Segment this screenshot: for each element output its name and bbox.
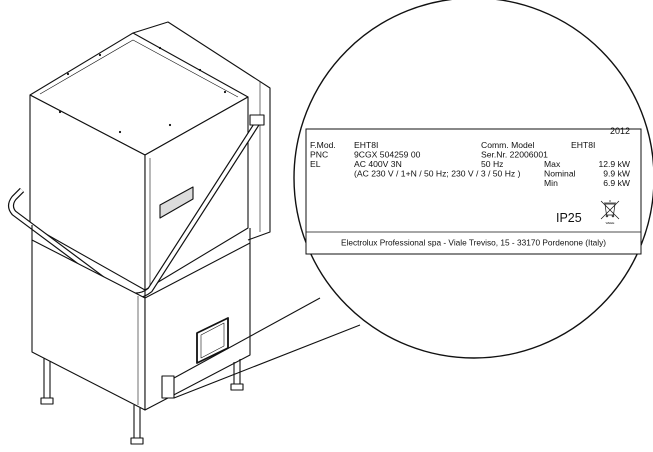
power-label-max: Max bbox=[544, 159, 561, 169]
base-nameplate bbox=[161, 375, 175, 399]
hood-grip bbox=[159, 186, 194, 219]
comm-model-value: EHT8I bbox=[571, 140, 595, 150]
row-key-el: EL bbox=[310, 159, 321, 169]
weee-label: WEEE bbox=[606, 221, 615, 225]
dishwasher-drawing bbox=[8, 21, 361, 445]
power-value-nominal: 9.9 kW bbox=[603, 169, 631, 179]
legs bbox=[40, 358, 244, 445]
comm-model-label: Comm. Model bbox=[481, 140, 535, 150]
rating-plate: 2012 F.Mod. EHT8I PNC 9CGX 504259 00 EL … bbox=[305, 126, 642, 255]
plate-year: 2012 bbox=[610, 126, 630, 136]
row-key-fmod: F.Mod. bbox=[310, 140, 336, 150]
supply-note: (AC 230 V / 1+N / 50 Hz; 230 V / 3 / 50 … bbox=[354, 169, 521, 179]
callout-line-upper bbox=[173, 297, 321, 379]
row-value-fmod: EHT8I bbox=[354, 140, 378, 150]
callout-line-lower bbox=[173, 324, 361, 399]
row-value-pnc: 9CGX 504259 00 bbox=[354, 150, 421, 160]
serial-number: Ser.Nr. 22006001 bbox=[481, 150, 548, 160]
power-value-max: 12.9 kW bbox=[598, 159, 630, 169]
rivets bbox=[58, 46, 227, 134]
manufacturer-address: Electrolux Professional spa - Viale Trev… bbox=[341, 238, 606, 248]
row-value-el: AC 400V 3N bbox=[354, 159, 402, 169]
row-key-pnc: PNC bbox=[310, 150, 328, 160]
power-label-nominal: Nominal bbox=[544, 169, 576, 179]
weee-bin-icon: WEEE bbox=[600, 200, 620, 225]
rating-plate-frame bbox=[305, 128, 642, 255]
power-label-min: Min bbox=[544, 178, 558, 188]
base-side-panel bbox=[144, 242, 251, 411]
hood-side-panel bbox=[144, 96, 249, 291]
ip-rating: IP25 bbox=[556, 211, 582, 225]
frequency: 50 Hz bbox=[481, 159, 503, 169]
power-value-min: 6.9 kW bbox=[603, 178, 631, 188]
